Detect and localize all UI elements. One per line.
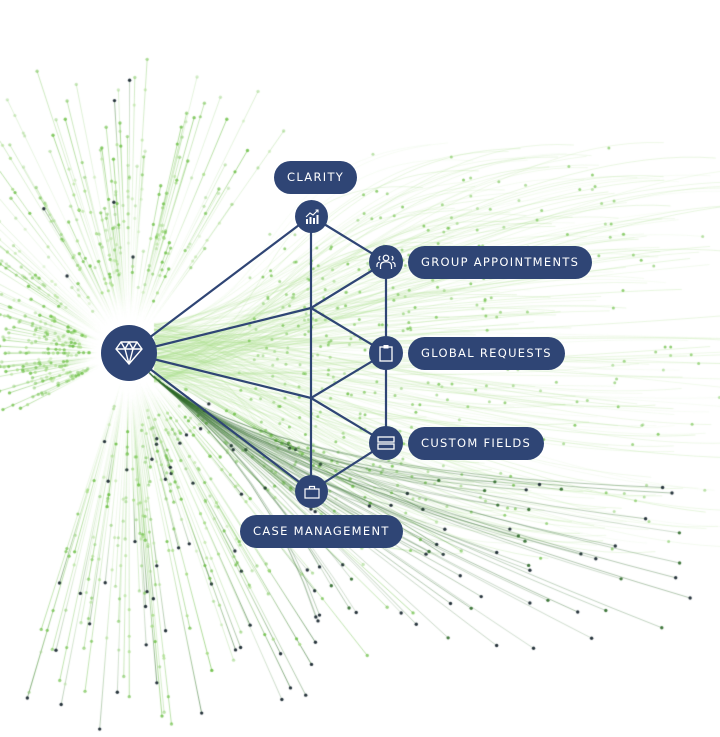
case-management-label[interactable]: CASE MANAGEMENT [240,515,403,548]
connection-hub-to-junction-lower [127,351,313,400]
connection-hub-to-junction-upper [127,306,313,355]
hub-node[interactable] [101,325,157,381]
case-management-node[interactable] [295,475,328,508]
clarity-node[interactable] [295,200,328,233]
global-requests-node[interactable] [369,336,403,370]
global-requests-label[interactable]: GLOBAL REQUESTS [408,337,565,370]
diamond-icon [115,341,143,365]
clipboard-icon [379,345,393,362]
custom-fields-label[interactable]: CUSTOM FIELDS [408,427,545,460]
users-group-icon [376,254,396,269]
briefcase-icon [303,485,320,499]
clarity-label[interactable]: CLARITY [274,161,358,194]
custom-fields-node[interactable] [369,426,403,460]
connection-hub-to-clarity [127,214,313,355]
group-appointments-label[interactable]: GROUP APPOINTMENTS [408,246,593,279]
chart-growth-icon [305,208,319,224]
stacked-fields-icon [377,436,395,450]
group-appointments-node[interactable] [369,245,403,279]
connection-hub-to-case-management [127,351,313,493]
